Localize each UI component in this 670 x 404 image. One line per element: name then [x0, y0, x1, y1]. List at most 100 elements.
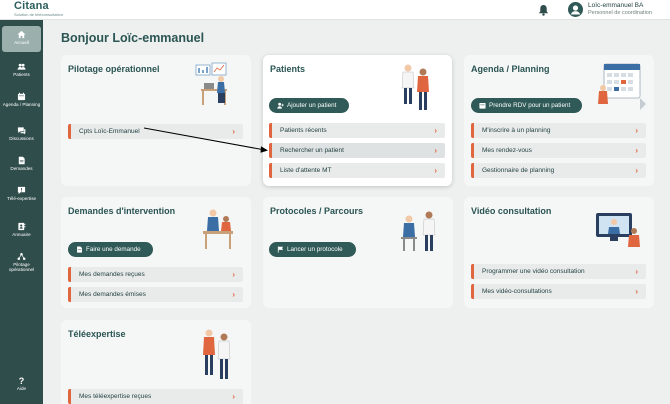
card-pilotage: Pilotage opérationnel Cpts Loïc-Emmanuel… — [61, 55, 251, 186]
chevron-right-icon: › — [635, 267, 638, 276]
sidebar-item-label: Pilotage opérationnel — [8, 262, 35, 272]
logo[interactable]: Citana Solution de téléconsultation — [14, 0, 63, 18]
sidebar-item-label: Patients — [13, 72, 30, 77]
card-teleexpertise: Téléexpertise Mes téléexpertise reçues › — [61, 320, 251, 404]
chevron-right-icon: › — [434, 126, 437, 135]
bell-icon[interactable] — [538, 4, 549, 16]
row-mes-rendez-vous[interactable]: Mes rendez-vous › — [471, 143, 646, 158]
row-label: Gestionnaire de planning — [482, 167, 555, 174]
logo-text: Citana — [14, 0, 49, 12]
sidebar-item-discussions[interactable]: Discussions — [2, 126, 41, 141]
sidebar-item-label: Demandes — [10, 166, 33, 171]
top-bar: Citana Solution de téléconsultation Loïc… — [0, 0, 670, 20]
consultation-illustration — [401, 211, 436, 251]
network-icon — [17, 252, 26, 261]
sidebar-item-label: Télé-expertise — [6, 196, 37, 201]
button-label: Prendre RDV pour un patient — [489, 102, 571, 109]
users-icon — [17, 63, 26, 70]
sidebar-item-accueil[interactable]: Accueil — [2, 26, 41, 52]
card-demandes: Demandes d'intervention Faire une demand… — [61, 197, 251, 308]
sidebar-item-agenda[interactable]: Agenda / Planning — [2, 92, 41, 107]
row-demandes-emises[interactable]: Mes demandes émises › — [68, 287, 243, 302]
chevron-right-icon: › — [232, 290, 235, 299]
row-label: M'inscrire à un planning — [482, 127, 551, 134]
document-icon — [77, 246, 82, 253]
chevron-right-icon: › — [635, 126, 638, 135]
card-title: Protocoles / Parcours — [270, 206, 364, 216]
card-patients: Patients Ajouter un patient Patients réc… — [263, 55, 452, 186]
document-icon — [18, 156, 25, 165]
card-title: Téléexpertise — [68, 329, 126, 339]
sidebar-item-aide[interactable]: ? Aide — [2, 376, 41, 391]
button-label: Faire une demande — [86, 246, 141, 253]
add-patient-button[interactable]: Ajouter un patient — [269, 98, 349, 113]
chevron-right-icon: › — [635, 166, 638, 175]
row-label: Mes vidéo-consultations — [482, 288, 552, 295]
card-title: Pilotage opérationnel — [68, 64, 160, 74]
card-title: Patients — [270, 64, 306, 74]
doctor-patient-illustration — [401, 64, 429, 110]
calendar-icon — [17, 92, 26, 101]
doctors-illustration — [203, 329, 231, 379]
chevron-right-icon: › — [635, 287, 638, 296]
card-title: Demandes d'intervention — [68, 206, 176, 216]
book-appointment-button[interactable]: Prendre RDV pour un patient — [471, 98, 582, 113]
sidebar-item-teleexpertise[interactable]: Télé-expertise — [2, 186, 41, 201]
chevron-right-icon: › — [434, 146, 437, 155]
card-video: Vidéo consultation Programmer une vidéo … — [464, 197, 654, 308]
svg-text:?: ? — [19, 376, 25, 385]
sidebar-item-label: Discussions — [9, 136, 34, 141]
row-teleexpertise-recues[interactable]: Mes téléexpertise reçues › — [68, 389, 243, 404]
dashboard-illustration — [195, 62, 227, 105]
chevron-right-icon: › — [232, 392, 235, 401]
card-agenda: Agenda / Planning Prendre RDV pour un pa… — [464, 55, 654, 186]
calendar-illustration — [598, 63, 646, 110]
sidebar-item-demandes[interactable]: Demandes — [2, 156, 41, 171]
row-label: Mes demandes reçues — [79, 271, 145, 278]
row-label: Cpts Loïc-Emmanuel — [79, 128, 140, 135]
avatar[interactable] — [568, 2, 583, 17]
chat-icon — [17, 127, 26, 135]
row-label: Liste d'attente MT — [280, 167, 332, 174]
row-inscrire-planning[interactable]: M'inscrire à un planning › — [471, 123, 646, 138]
button-label: Lancer un protocole — [287, 246, 343, 253]
chevron-right-icon: › — [434, 166, 437, 175]
sidebar-item-patients[interactable]: Patients — [2, 62, 41, 77]
row-patients-recents[interactable]: Patients récents › — [269, 123, 445, 138]
sidebar-item-label: Annuaire — [12, 232, 31, 237]
launch-protocol-button[interactable]: Lancer un protocole — [269, 242, 356, 257]
user-role: Personnel de coordination — [588, 10, 652, 16]
chevron-right-icon: › — [232, 270, 235, 279]
row-rechercher-patient[interactable]: Rechercher un patient › — [269, 143, 445, 158]
card-title: Agenda / Planning — [471, 64, 550, 74]
row-label: Mes demandes émises — [79, 291, 146, 298]
row-label: Programmer une vidéo consultation — [482, 268, 585, 275]
add-user-icon — [277, 102, 284, 109]
row-demandes-recues[interactable]: Mes demandes reçues › — [68, 267, 243, 282]
user-name[interactable]: Loïc-emmanuel BA — [588, 2, 644, 9]
page-title: Bonjour Loïc-emmanuel — [61, 31, 205, 45]
sidebar-item-label: Accueil — [14, 40, 29, 45]
sidebar-item-label: Aide — [16, 386, 27, 391]
row-mes-videos[interactable]: Mes vidéo-consultations › — [471, 284, 646, 299]
row-liste-attente[interactable]: Liste d'attente MT › — [269, 163, 445, 178]
sidebar: Accueil Patients Agenda / Planning Discu… — [0, 20, 43, 404]
calendar-icon — [479, 103, 486, 109]
help-icon: ? — [19, 376, 25, 385]
sidebar-item-pilotage[interactable]: Pilotage opérationnel — [2, 252, 41, 272]
chevron-right-icon: › — [232, 127, 235, 136]
directory-icon — [18, 222, 26, 231]
sidebar-item-annuaire[interactable]: Annuaire — [2, 222, 41, 237]
video-call-illustration — [596, 213, 640, 247]
chevron-right-icon: › — [635, 146, 638, 155]
row-label: Patients récents — [280, 127, 327, 134]
row-cpts[interactable]: Cpts Loïc-Emmanuel › — [68, 124, 243, 139]
user-icon — [570, 5, 581, 15]
row-label: Mes téléexpertise reçues — [79, 393, 152, 400]
row-gestionnaire-planning[interactable]: Gestionnaire de planning › — [471, 163, 646, 178]
row-programmer-video[interactable]: Programmer une vidéo consultation › — [471, 264, 646, 279]
home-icon — [17, 30, 26, 39]
logo-subtitle: Solution de téléconsultation — [14, 12, 63, 17]
new-request-button[interactable]: Faire une demande — [68, 242, 153, 257]
